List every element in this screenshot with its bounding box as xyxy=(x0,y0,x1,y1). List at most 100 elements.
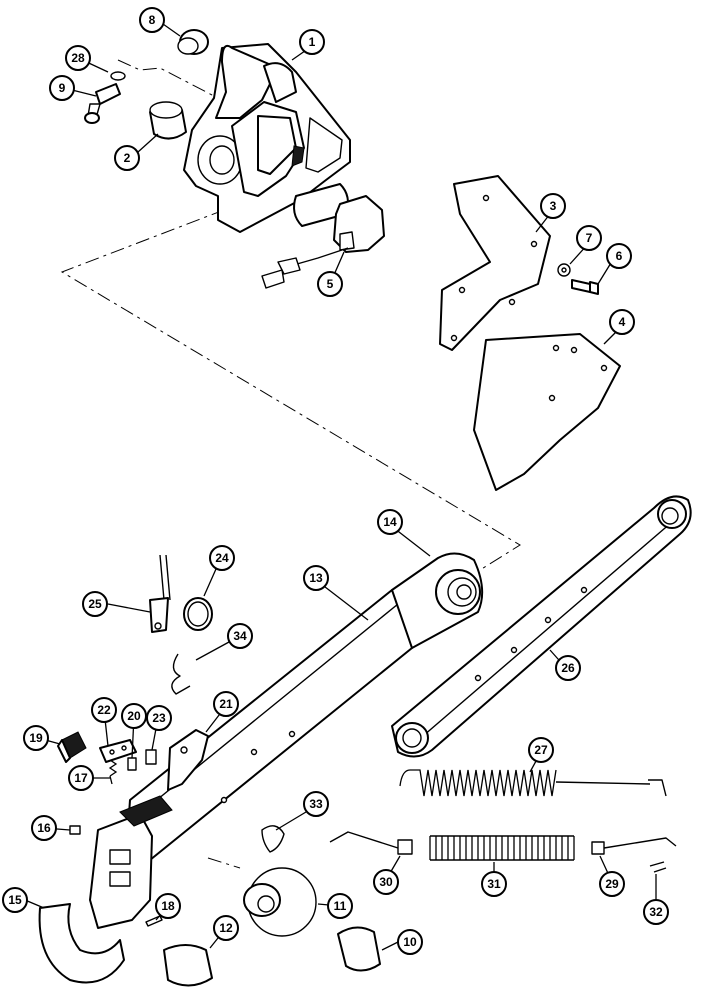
callout-17: 17 xyxy=(68,765,94,791)
callout-10: 10 xyxy=(397,929,423,955)
svg-text:13: 13 xyxy=(309,571,323,585)
svg-text:25: 25 xyxy=(88,597,102,611)
svg-text:2: 2 xyxy=(124,151,131,165)
part-19-block xyxy=(57,731,87,763)
svg-text:26: 26 xyxy=(561,661,575,675)
svg-text:17: 17 xyxy=(74,771,88,785)
callout-2: 2 xyxy=(114,145,140,171)
svg-text:28: 28 xyxy=(71,51,85,65)
part-15-hook xyxy=(38,903,125,984)
part-8-bushing xyxy=(177,29,209,55)
callout-labels: 1 8 28 9 2 3 7 6 4 5 14 13 26 24 25 34 1… xyxy=(2,7,669,955)
part-7-washer xyxy=(557,263,571,277)
part-23-pin xyxy=(145,749,157,765)
part-17-spring xyxy=(108,759,118,785)
part-16-pin xyxy=(69,825,81,835)
part-20-pin xyxy=(127,757,137,771)
part-18-pin xyxy=(145,915,163,927)
svg-text:24: 24 xyxy=(215,551,229,565)
svg-text:21: 21 xyxy=(219,697,233,711)
svg-text:33: 33 xyxy=(309,797,323,811)
part-10-bushing xyxy=(337,926,381,972)
callout-22: 22 xyxy=(91,697,117,723)
part-12-ball xyxy=(163,944,213,987)
svg-text:23: 23 xyxy=(152,711,166,725)
callout-29: 29 xyxy=(599,871,625,897)
callout-30: 30 xyxy=(373,869,399,895)
svg-text:16: 16 xyxy=(37,821,51,835)
part-30-rod xyxy=(329,831,413,855)
part-31-spring xyxy=(429,835,575,861)
part-2-bushing xyxy=(149,101,187,140)
svg-text:19: 19 xyxy=(29,731,43,745)
svg-text:8: 8 xyxy=(149,13,156,27)
callout-33: 33 xyxy=(303,791,329,817)
callout-23: 23 xyxy=(146,705,172,731)
part-21-latch xyxy=(167,729,209,791)
callout-7: 7 xyxy=(576,225,602,251)
part-34-clip xyxy=(171,653,191,695)
callout-18: 18 xyxy=(155,893,181,919)
callout-9: 9 xyxy=(49,75,75,101)
callout-15: 15 xyxy=(2,887,28,913)
svg-text:18: 18 xyxy=(161,899,175,913)
callout-11: 11 xyxy=(327,893,353,919)
callout-4: 4 xyxy=(609,309,635,335)
part-1-mounting-bracket xyxy=(183,43,385,289)
callout-19: 19 xyxy=(23,725,49,751)
callout-16: 16 xyxy=(31,815,57,841)
part-25-chain xyxy=(149,554,171,633)
part-9-bolt xyxy=(84,83,121,124)
svg-text:12: 12 xyxy=(219,921,233,935)
svg-text:5: 5 xyxy=(327,277,334,291)
callout-14: 14 xyxy=(377,509,403,535)
svg-text:14: 14 xyxy=(383,515,397,529)
callout-32: 32 xyxy=(643,899,669,925)
svg-text:6: 6 xyxy=(616,249,623,263)
callout-3: 3 xyxy=(540,193,566,219)
svg-text:11: 11 xyxy=(334,899,347,913)
callout-28: 28 xyxy=(65,45,91,71)
callout-24: 24 xyxy=(209,545,235,571)
svg-text:4: 4 xyxy=(619,315,626,329)
svg-text:31: 31 xyxy=(487,877,501,891)
svg-text:7: 7 xyxy=(586,231,593,245)
callout-27: 27 xyxy=(528,737,554,763)
part-29-rod xyxy=(591,837,677,855)
part-32-pin xyxy=(649,861,667,873)
part-27-spring xyxy=(399,769,667,797)
svg-text:20: 20 xyxy=(127,709,141,723)
callout-21: 21 xyxy=(213,691,239,717)
part-11-ball-end xyxy=(243,867,317,937)
callout-12: 12 xyxy=(213,915,239,941)
part-33-clip xyxy=(261,825,285,853)
part-22-plate xyxy=(99,739,137,763)
part-28-washer xyxy=(110,71,126,81)
svg-text:29: 29 xyxy=(605,877,619,891)
svg-text:30: 30 xyxy=(379,875,393,889)
callout-31: 31 xyxy=(481,871,507,897)
svg-text:9: 9 xyxy=(59,81,66,95)
callout-25: 25 xyxy=(82,591,108,617)
svg-text:34: 34 xyxy=(233,629,247,643)
svg-text:27: 27 xyxy=(534,743,548,757)
part-4-plate xyxy=(473,333,621,491)
part-3-plate xyxy=(439,175,551,351)
svg-text:1: 1 xyxy=(309,35,316,49)
callout-20: 20 xyxy=(121,703,147,729)
svg-text:32: 32 xyxy=(649,905,663,919)
callout-8: 8 xyxy=(139,7,165,33)
part-13-hook-end xyxy=(89,795,173,929)
svg-text:10: 10 xyxy=(403,935,417,949)
callout-6: 6 xyxy=(606,243,632,269)
callout-1: 1 xyxy=(299,29,325,55)
part-26-lower-link xyxy=(391,495,692,758)
part-6-bolt xyxy=(571,279,599,295)
part-24-ring xyxy=(183,597,213,631)
svg-text:22: 22 xyxy=(97,703,111,717)
callout-13: 13 xyxy=(303,565,329,591)
assembly-guide-lines xyxy=(60,59,521,869)
svg-text:15: 15 xyxy=(8,893,22,907)
callout-34: 34 xyxy=(227,623,253,649)
